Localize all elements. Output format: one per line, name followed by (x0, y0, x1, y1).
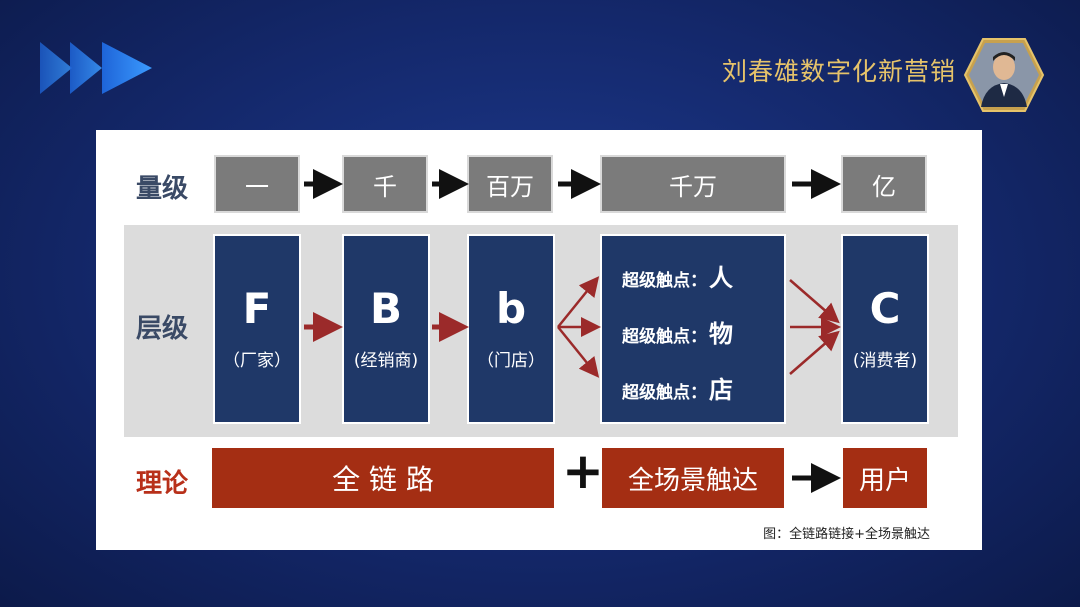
touchpoint-label: 超级触点： (622, 327, 707, 347)
scale-box-ten-million: 千万 (600, 155, 786, 213)
level-box-distributor: B (经销商) (342, 234, 430, 424)
level-sub-factory: （厂家） (223, 351, 291, 371)
theory-box-user: 用户 (841, 446, 929, 510)
brand-title: 刘春雄数字化新营销 (722, 57, 957, 86)
scale-box-million: 百万 (467, 155, 553, 213)
level-sub-distributor: (经销商) (353, 351, 419, 371)
level-box-store: b （门店） (467, 234, 555, 424)
fan-in-arrow (789, 330, 840, 375)
scale-box-hundred-million: 亿 (841, 155, 927, 213)
fan-in-arrow (789, 279, 840, 324)
scale-row-label: 量级 (136, 174, 189, 204)
theory-box-full-chain: 全 链 路 (210, 446, 556, 510)
touchpoint-goods: 超级触点：物 (622, 314, 733, 349)
level-box-consumer: C (消费者) (841, 234, 929, 424)
arrows-overlay (304, 169, 841, 493)
touchpoint-label: 超级触点： (622, 271, 707, 291)
level-sub-store: （门店） (477, 351, 545, 371)
touchpoint-item-store: 店 (709, 376, 733, 404)
touchpoint-store: 超级触点：店 (622, 370, 733, 405)
plus-sign: + (562, 442, 604, 500)
theory-row-label: 理论 (136, 469, 189, 499)
touchpoint-item-goods: 物 (709, 320, 733, 348)
fan-out-arrow (557, 276, 600, 328)
level-letter-small-b: b (495, 284, 527, 333)
fan-out-arrow (557, 326, 600, 378)
scale-box-one: 一 (214, 155, 300, 213)
chevron-arrows-icon (40, 42, 152, 94)
presenter-avatar (963, 38, 1045, 112)
touchpoint-label: 超级触点： (622, 383, 707, 403)
level-box-touchpoints: 超级触点：人 超级触点：物 超级触点：店 (600, 234, 786, 424)
level-box-factory: F （厂家） (213, 234, 301, 424)
theory-box-full-scene: 全场景触达 (600, 446, 786, 510)
level-letter-c: C (869, 284, 901, 333)
touchpoint-item-people: 人 (709, 264, 733, 292)
scale-box-thousand: 千 (342, 155, 428, 213)
level-letter-f: F (242, 284, 272, 333)
figure-caption: 图：全链路链接+全场景触达 (763, 527, 930, 542)
level-sub-consumer: (消费者) (852, 351, 918, 371)
level-row-label: 层级 (136, 314, 189, 344)
touchpoint-people: 超级触点：人 (622, 258, 733, 293)
level-letter-b: B (369, 284, 402, 333)
diagram-panel: 量级 一 千 百万 千万 亿 层级 F （厂家） B (经销商) b （门店） … (96, 130, 982, 550)
